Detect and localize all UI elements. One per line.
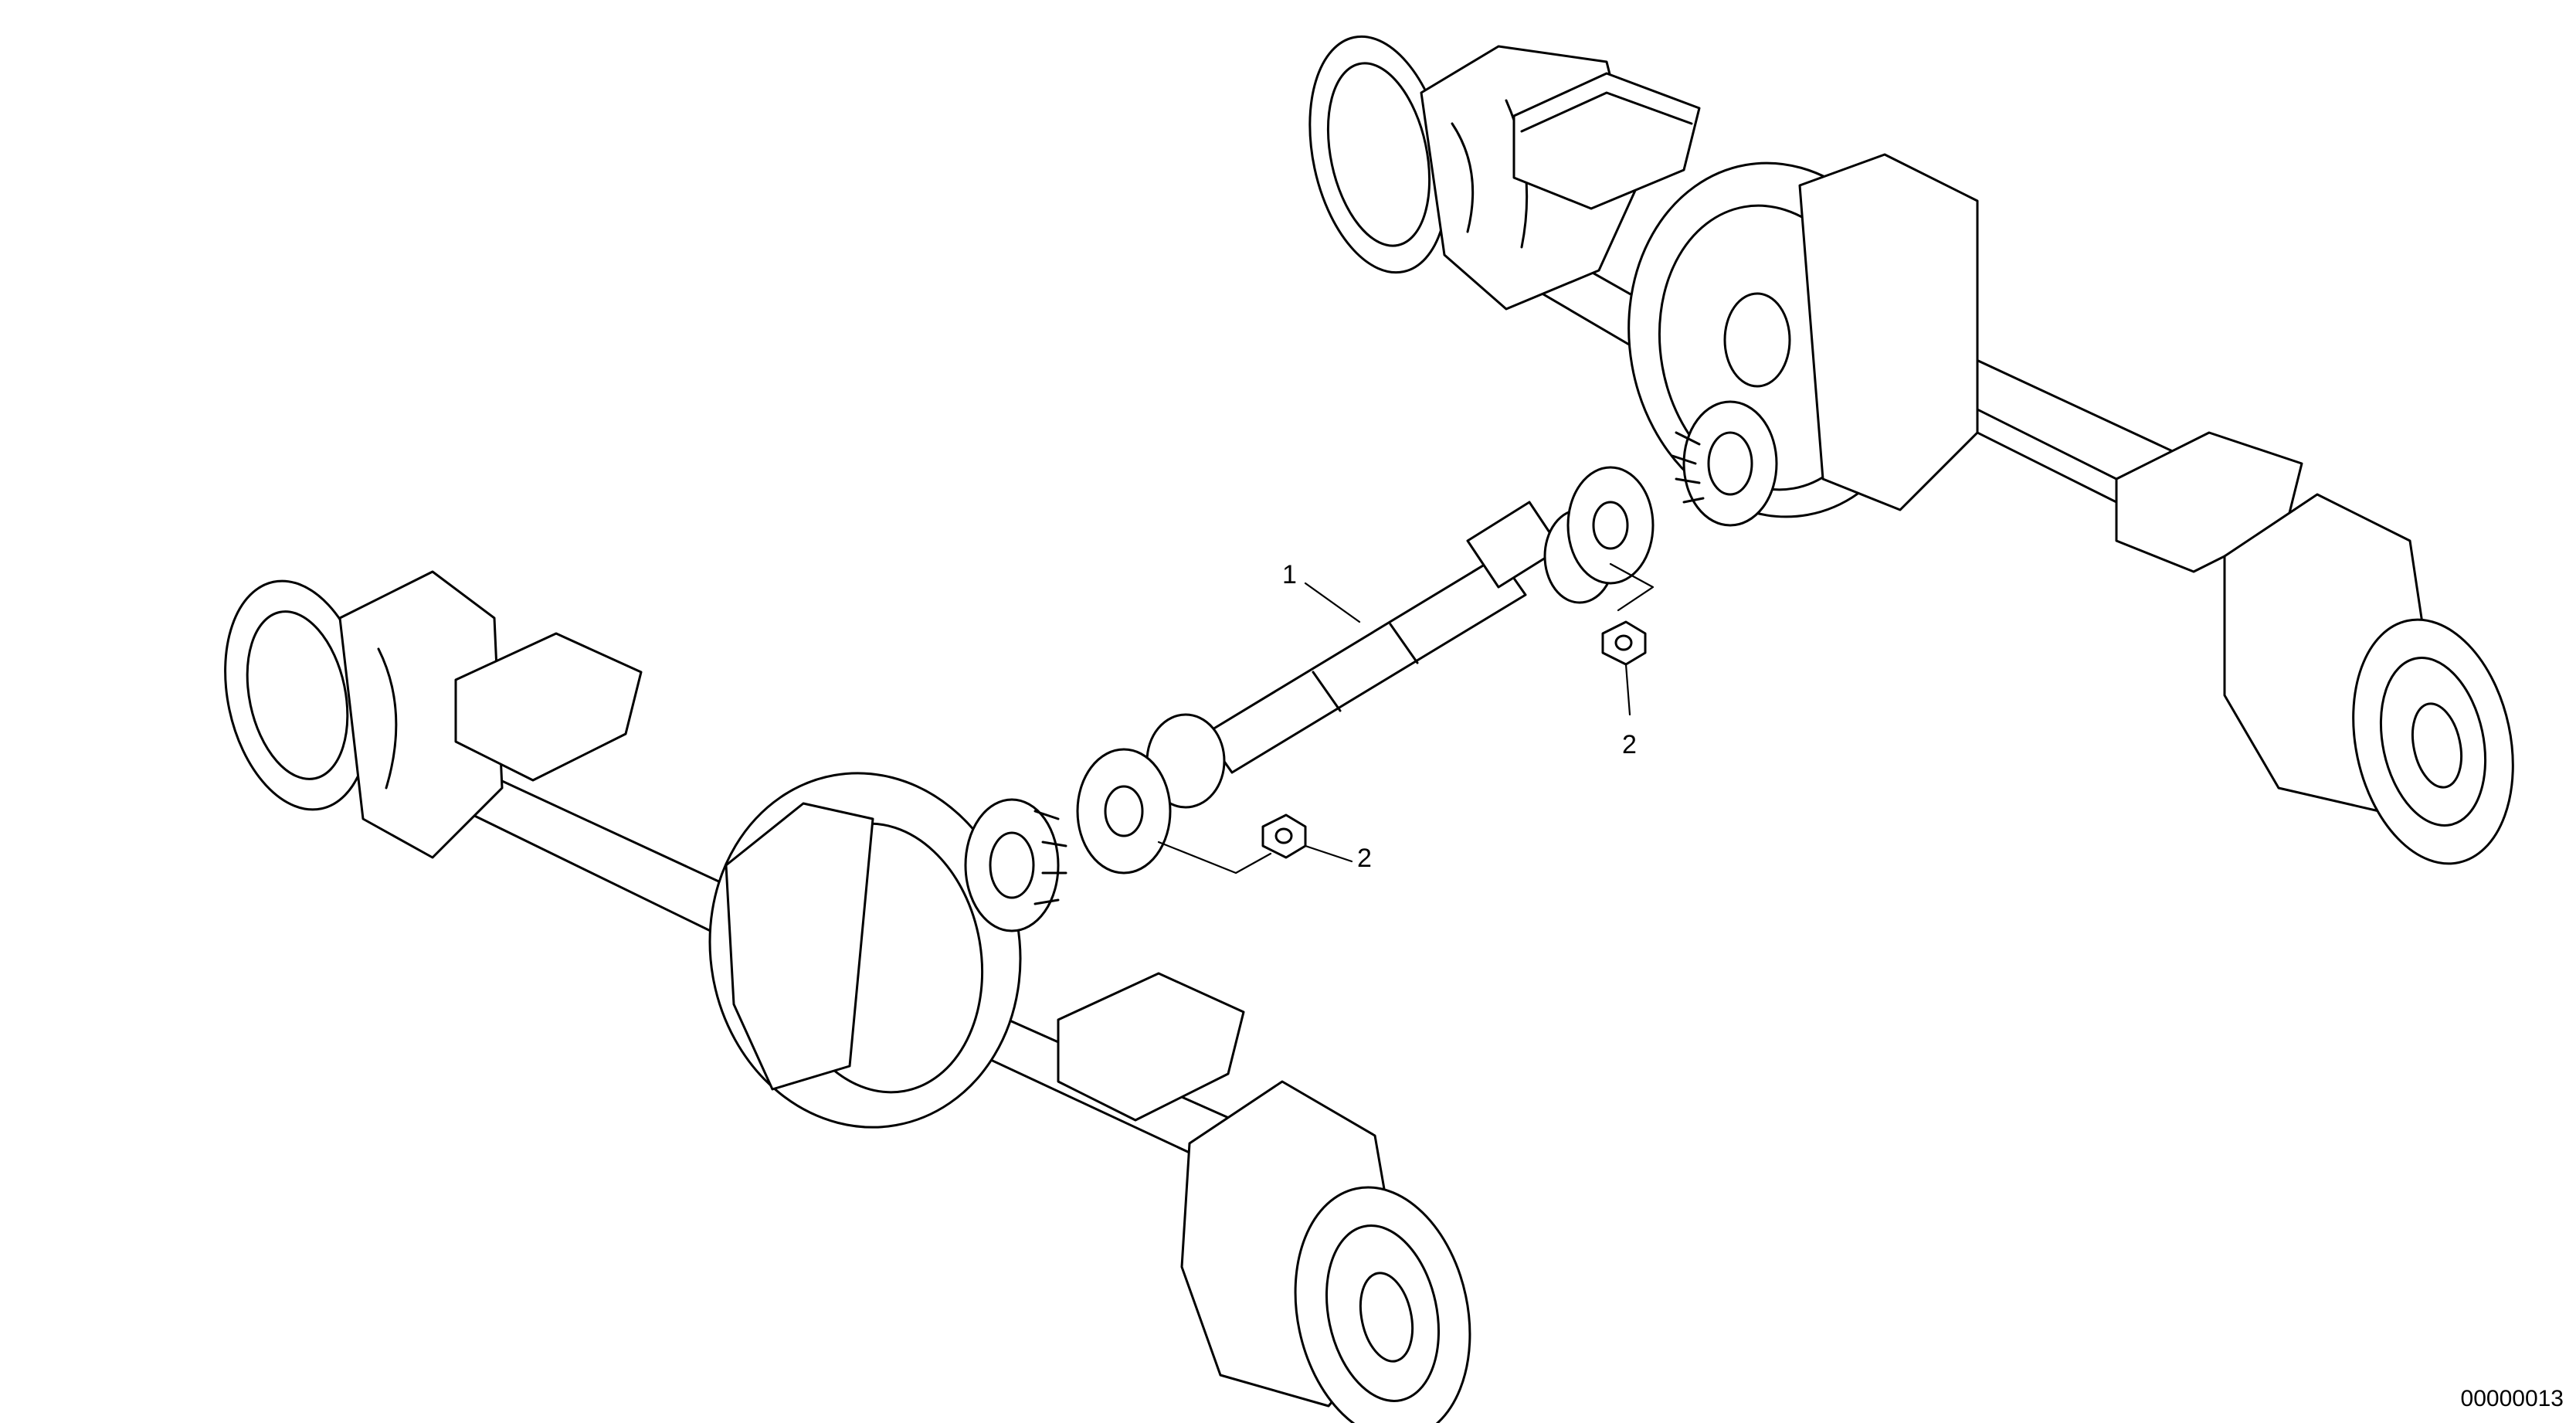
front-axle <box>224 570 1471 1423</box>
drawing-number: 00000013 <box>2460 1386 2564 1411</box>
callout-2-front-label: 2 <box>1357 844 1372 873</box>
callout-1-label: 1 <box>1282 560 1297 589</box>
rear-axle <box>1308 35 2514 865</box>
callout-2-front: 2 <box>1157 841 1372 875</box>
lock-nut-front <box>1261 813 1307 859</box>
lock-nut-rear <box>1601 620 1647 666</box>
drive-shaft <box>1076 466 1655 875</box>
callout-2-rear-label: 2 <box>1622 730 1637 759</box>
callout-2-rear: 2 <box>1609 562 1655 759</box>
callout-1: 1 <box>1282 560 1361 623</box>
